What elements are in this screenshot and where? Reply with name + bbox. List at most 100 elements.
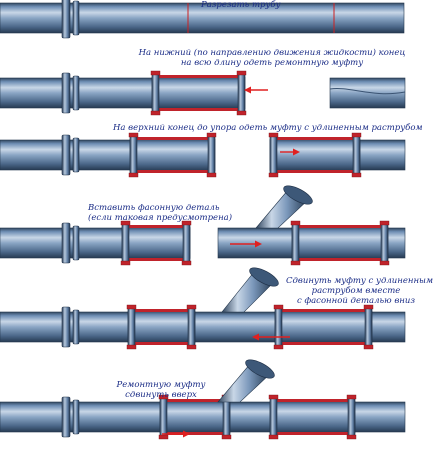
step5-caption-line1: Сдвинуть муфту с удлиненным bbox=[286, 276, 434, 286]
coupling-ring bbox=[129, 135, 138, 175]
coupling-bolt bbox=[363, 344, 374, 350]
coupling-bolt bbox=[206, 132, 217, 138]
coupling-ring bbox=[159, 397, 168, 437]
coupling-seal-bottom bbox=[273, 432, 352, 435]
pipe-cut-edge bbox=[329, 88, 406, 95]
coupling-bolt bbox=[206, 172, 217, 178]
long-socket-coupling-row4 bbox=[291, 226, 389, 260]
coupling-bolt bbox=[346, 394, 357, 400]
coupling-bolt bbox=[268, 434, 279, 440]
flange-row4 bbox=[61, 222, 71, 264]
flange-collar bbox=[72, 225, 80, 261]
coupling-seal-top bbox=[125, 225, 187, 228]
coupling-bolt bbox=[236, 70, 247, 76]
coupling-ring bbox=[222, 397, 231, 437]
coupling-bolt bbox=[128, 172, 139, 178]
coupling-bolt bbox=[126, 304, 137, 310]
coupling-seal-bottom bbox=[133, 170, 212, 173]
step2-caption: На нижний (по направлению движения жидко… bbox=[120, 48, 424, 68]
coupling-seal-top bbox=[273, 399, 352, 402]
flange-collar bbox=[72, 137, 80, 173]
coupling-ring bbox=[187, 307, 196, 347]
coupling-bolt bbox=[120, 260, 131, 266]
coupling-bolt bbox=[150, 110, 161, 116]
coupling-bolt bbox=[351, 132, 362, 138]
coupling-ring bbox=[237, 73, 246, 113]
coupling-seal-bottom bbox=[295, 258, 385, 261]
coupling-bolt bbox=[379, 220, 390, 226]
coupling-seal-bottom bbox=[278, 342, 369, 345]
coupling-seal-bottom bbox=[131, 342, 192, 345]
coupling-bolt bbox=[150, 70, 161, 76]
coupling-seal-top bbox=[133, 137, 212, 140]
step4-caption-line1: Вставить фасонную деталь bbox=[88, 203, 220, 213]
coupling-bolt bbox=[268, 394, 279, 400]
coupling-bolt bbox=[186, 304, 197, 310]
long-socket-coupling-row3 bbox=[269, 138, 361, 172]
step5-caption: Сдвинуть муфту с удлиненным раструбом вм… bbox=[286, 276, 434, 306]
coupling-bolt bbox=[221, 434, 232, 440]
coupling-seal-top bbox=[131, 309, 192, 312]
coupling-bolt bbox=[120, 220, 131, 226]
repair-coupling-row2 bbox=[151, 76, 246, 110]
coupling-ring bbox=[269, 135, 278, 175]
long-socket-coupling-row6 bbox=[269, 400, 356, 434]
coupling-ring bbox=[182, 223, 191, 263]
coupling-bolt bbox=[346, 434, 357, 440]
repair-coupling-row4 bbox=[121, 226, 191, 260]
coupling-seal-bottom bbox=[125, 258, 187, 261]
step3-caption: На верхний конец до упора одеть муфту с … bbox=[113, 123, 423, 133]
coupling-bolt bbox=[126, 344, 137, 350]
coupling-seal-bottom bbox=[273, 170, 357, 173]
arrow-head bbox=[183, 430, 190, 438]
coupling-bolt bbox=[273, 304, 284, 310]
step1-caption: Разрезать трубу bbox=[201, 0, 281, 10]
flange-row2 bbox=[61, 72, 71, 114]
flange-collar bbox=[72, 75, 80, 111]
coupling-seal-top bbox=[295, 225, 385, 228]
flange-collar bbox=[72, 309, 80, 345]
coupling-seal-bottom bbox=[163, 432, 227, 435]
fitting-branch-mouth bbox=[245, 359, 275, 379]
coupling-bolt bbox=[181, 220, 192, 226]
coupling-bolt bbox=[290, 260, 301, 266]
coupling-bolt bbox=[363, 304, 374, 310]
step6-caption-line2: сдвинуть вверх bbox=[125, 390, 197, 400]
coupling-ring bbox=[207, 135, 216, 175]
fitting-branch-mouth bbox=[249, 267, 279, 287]
coupling-seal-top bbox=[273, 137, 357, 140]
step4-caption: Вставить фасонную деталь (если таковая п… bbox=[88, 203, 232, 223]
step4-caption-line2: (если таковая предусмотрена) bbox=[88, 213, 233, 223]
step5-caption-line2: раструбом вместе bbox=[311, 286, 401, 296]
step2-caption-line2: на всю длину одеть ремонтную муфту bbox=[180, 58, 364, 68]
coupling-ring bbox=[352, 135, 361, 175]
coupling-bolt bbox=[128, 132, 139, 138]
repair-coupling-row3 bbox=[129, 138, 216, 172]
step2-caption-line1: На нижний (по направлению движения жидко… bbox=[138, 48, 406, 58]
pipe-row2-right bbox=[329, 77, 406, 109]
flange-collar bbox=[72, 399, 80, 435]
coupling-bolt bbox=[181, 260, 192, 266]
coupling-ring bbox=[380, 223, 389, 263]
coupling-ring bbox=[269, 397, 278, 437]
arrow-head bbox=[244, 86, 251, 94]
coupling-ring bbox=[347, 397, 356, 437]
flange-collar bbox=[72, 0, 80, 36]
coupling-bolt bbox=[351, 172, 362, 178]
fitting-branch-mouth bbox=[283, 185, 313, 205]
step5-caption-line3: с фасонной деталью вниз bbox=[297, 296, 415, 306]
coupling-ring bbox=[274, 307, 283, 347]
repair-coupling-row6 bbox=[159, 400, 231, 434]
flange-row6 bbox=[61, 396, 71, 438]
flange-row3 bbox=[61, 134, 71, 176]
coupling-ring bbox=[151, 73, 160, 113]
arrow-head bbox=[252, 333, 259, 341]
coupling-ring bbox=[127, 307, 136, 347]
coupling-bolt bbox=[273, 344, 284, 350]
coupling-ring bbox=[364, 307, 373, 347]
coupling-seal-top bbox=[163, 399, 227, 402]
coupling-bolt bbox=[158, 434, 169, 440]
coupling-seal-bottom bbox=[155, 108, 242, 111]
